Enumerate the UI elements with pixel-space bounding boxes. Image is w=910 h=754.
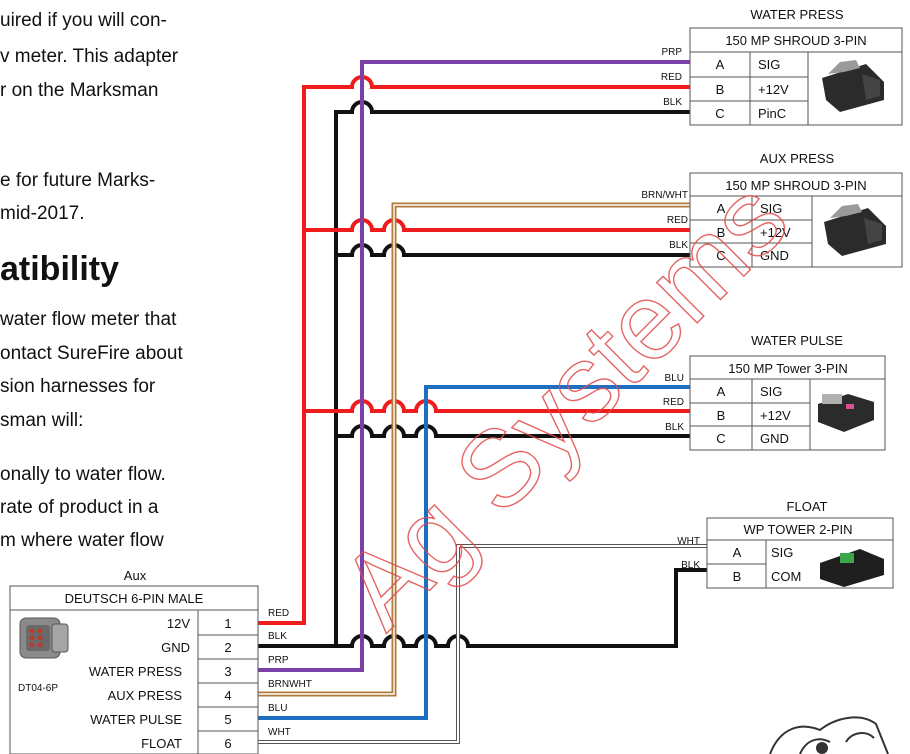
wire-blu bbox=[258, 385, 690, 720]
body-line: v meter. This adapter bbox=[0, 46, 179, 67]
connector-subtitle: WP TOWER 2-PIN bbox=[743, 522, 852, 537]
wire-label: BLU bbox=[268, 703, 287, 714]
pin-letter: C bbox=[716, 431, 725, 446]
wires bbox=[258, 60, 707, 744]
connector-title: WATER PRESS bbox=[750, 7, 844, 22]
body-line: e for future Marks- bbox=[0, 170, 156, 191]
aux-pin-label: WATER PULSE bbox=[90, 712, 182, 727]
body-line: sman will: bbox=[0, 410, 84, 431]
pin-letter: B bbox=[716, 82, 725, 97]
body-line: m where water flow bbox=[0, 530, 164, 551]
pin-signal: GND bbox=[760, 248, 789, 263]
connector-title: AUX PRESS bbox=[760, 151, 835, 166]
pin-letter: C bbox=[715, 106, 724, 121]
connector-title: FLOAT bbox=[787, 499, 828, 514]
wire-label: RED bbox=[268, 608, 289, 619]
pin-signal: SIG bbox=[758, 57, 780, 72]
body-line: water flow meter that bbox=[0, 309, 177, 330]
wire-wht bbox=[258, 544, 707, 744]
aux-pin-label: FLOAT bbox=[141, 736, 182, 751]
pin-letter: B bbox=[717, 408, 726, 423]
aux-pin-number: 3 bbox=[224, 664, 231, 679]
part-number: DT04-6P bbox=[18, 683, 58, 694]
wire-label: BRN/WHT bbox=[641, 190, 688, 201]
aux-pin-number: 2 bbox=[224, 640, 231, 655]
wire-label: BRNWHT bbox=[268, 679, 312, 690]
shroud-connector-icon bbox=[824, 204, 886, 256]
body-line: mid-2017. bbox=[0, 203, 85, 224]
body-line: r on the Marksman bbox=[0, 80, 159, 101]
water-pulse-connector: WATER PULSE 150 MP Tower 3-PIN A B C SIG… bbox=[689, 333, 886, 451]
wire-labels: RED BLK PRP BRNWHT BLU WHT PRP RED BLK B… bbox=[268, 47, 700, 738]
pin-letter: A bbox=[717, 384, 726, 399]
shroud-connector-icon bbox=[822, 60, 884, 112]
pin-signal: SIG bbox=[760, 384, 782, 399]
wire-label: BLU bbox=[665, 373, 684, 384]
body-line: rate of product in a bbox=[0, 497, 159, 518]
aux-pin-label: 12V bbox=[167, 616, 190, 631]
pin-letter: B bbox=[733, 569, 742, 584]
wire-brnwht bbox=[258, 202, 690, 697]
aux-pin-number: 5 bbox=[224, 712, 231, 727]
wire-label: WHT bbox=[268, 727, 291, 738]
wire-label: RED bbox=[667, 215, 688, 226]
tower-connector-icon bbox=[818, 394, 874, 432]
aux-pin-number: 6 bbox=[224, 736, 231, 751]
aux-pin-number: 4 bbox=[224, 688, 231, 703]
wire-label: RED bbox=[663, 397, 684, 408]
connector-subtitle: DEUTSCH 6-PIN MALE bbox=[65, 591, 204, 606]
wire-label: RED bbox=[661, 72, 682, 83]
wire-label: PRP bbox=[661, 47, 682, 58]
pin-letter: A bbox=[717, 201, 726, 216]
aux-pin-label: AUX PRESS bbox=[108, 688, 183, 703]
pin-signal: +12V bbox=[760, 225, 791, 240]
pin-signal: SIG bbox=[760, 201, 782, 216]
wire-label: BLK bbox=[665, 422, 684, 433]
aux-connector: Aux DEUTSCH 6-PIN MALE 12V GND WATER PRE… bbox=[9, 568, 259, 754]
pin-letter: B bbox=[717, 225, 726, 240]
pin-signal: +12V bbox=[758, 82, 789, 97]
pin-signal: GND bbox=[760, 431, 789, 446]
water-press-connector: WATER PRESS 150 MP SHROUD 3-PIN A B C SI… bbox=[689, 7, 903, 126]
aux-press-connector: AUX PRESS 150 MP SHROUD 3-PIN A B C SIG … bbox=[689, 151, 903, 268]
body-line: sion harnesses for bbox=[0, 376, 156, 397]
pin-signal: COM bbox=[771, 569, 801, 584]
deutsch-connector-icon bbox=[19, 617, 69, 659]
pin-letter: A bbox=[733, 545, 742, 560]
wire-label: BLK bbox=[669, 240, 688, 251]
wire-prp bbox=[258, 60, 690, 672]
body-line: uired if you will con- bbox=[0, 10, 167, 31]
connector-subtitle: 150 MP SHROUD 3-PIN bbox=[725, 33, 866, 48]
wire-label: PRP bbox=[268, 655, 289, 666]
wire-label: BLK bbox=[681, 560, 700, 571]
pin-letter: C bbox=[716, 248, 725, 263]
aux-pin-label: GND bbox=[161, 640, 190, 655]
tower-2pin-connector-icon bbox=[820, 549, 884, 587]
connector-subtitle: 150 MP SHROUD 3-PIN bbox=[725, 178, 866, 193]
pin-signal: SIG bbox=[771, 545, 793, 560]
wire-label: WHT bbox=[677, 536, 700, 547]
connector-title: Aux bbox=[124, 568, 147, 583]
pin-signal: PinC bbox=[758, 106, 786, 121]
float-connector: FLOAT WP TOWER 2-PIN A B SIG COM bbox=[706, 499, 894, 589]
machine-illustration bbox=[769, 716, 889, 754]
aux-pin-number: 1 bbox=[224, 616, 231, 631]
body-line: onally to water flow. bbox=[0, 464, 166, 485]
connector-title: WATER PULSE bbox=[751, 333, 843, 348]
section-heading: atibility bbox=[0, 250, 120, 288]
connector-subtitle: 150 MP Tower 3-PIN bbox=[728, 361, 847, 376]
pin-signal: +12V bbox=[760, 408, 791, 423]
pin-letter: A bbox=[716, 57, 725, 72]
body-line: ontact SureFire about bbox=[0, 343, 183, 364]
wire-label: BLK bbox=[268, 631, 287, 642]
aux-pin-label: WATER PRESS bbox=[89, 664, 183, 679]
wire-label: BLK bbox=[663, 97, 682, 108]
